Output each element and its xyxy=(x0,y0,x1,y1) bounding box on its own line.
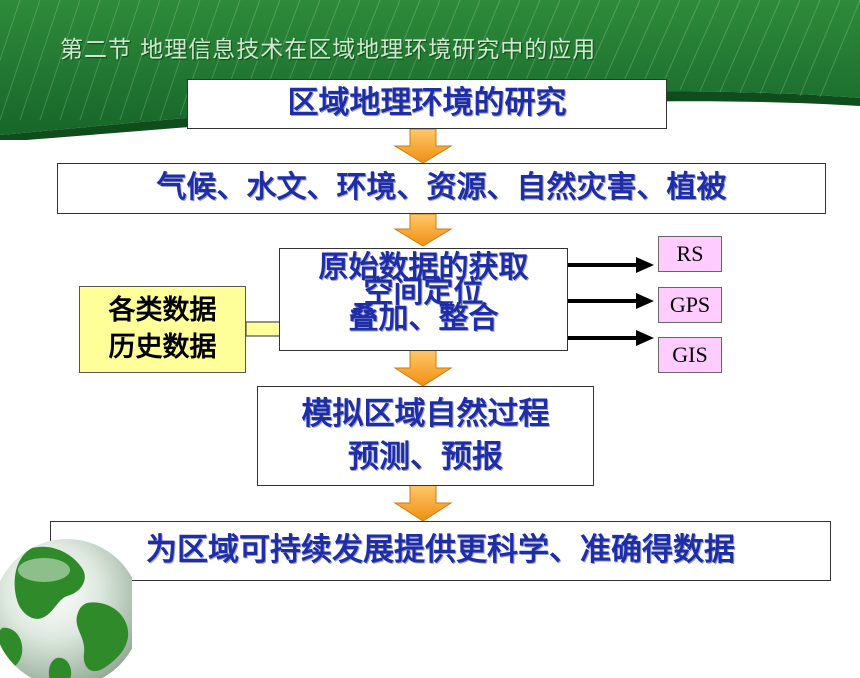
input-line-2: 历史数据 xyxy=(108,331,217,363)
process-line-2: 空间定位 xyxy=(363,275,484,310)
tool-gis-label: GIS xyxy=(672,342,708,367)
tool-rs: RS xyxy=(658,236,722,272)
process-box: 原始数据的获取 空间定位 叠加、整合 xyxy=(279,248,568,351)
globe-icon xyxy=(0,539,132,678)
study-box: 区域地理环境的研究 xyxy=(187,79,667,129)
simulate-line-1: 模拟区域自然过程 xyxy=(301,395,550,432)
down-arrow-3 xyxy=(393,349,453,387)
simulate-line-2: 预测、预报 xyxy=(348,439,503,475)
topics-box: 气候、水文、环境、资源、自然灾害、植被 xyxy=(57,163,826,214)
slide-title: 第二节 地理信息技术在区域地理环境研究中的应用 xyxy=(60,37,597,63)
input-box: 各类数据 历史数据 xyxy=(79,286,246,373)
down-arrow-2 xyxy=(393,213,453,247)
down-arrow-1 xyxy=(393,128,453,164)
topics-box-text: 气候、水文、环境、资源、自然灾害、植被 xyxy=(156,170,727,206)
result-box: 为区域可持续发展提供更科学、准确得数据 xyxy=(50,521,831,581)
down-arrow-4 xyxy=(393,484,453,522)
tool-gps: GPS xyxy=(658,287,722,323)
process-line-1: 原始数据的获取 xyxy=(318,250,529,285)
input-line-1: 各类数据 xyxy=(108,295,217,327)
process-line-3: 叠加、整合 xyxy=(348,301,499,336)
study-box-text: 区域地理环境的研究 xyxy=(287,85,567,122)
result-box-text: 为区域可持续发展提供更科学、准确得数据 xyxy=(146,532,735,569)
simulate-box: 模拟区域自然过程 预测、预报 xyxy=(257,386,594,486)
tool-gps-label: GPS xyxy=(669,292,711,317)
tool-rs-label: RS xyxy=(676,241,704,266)
tool-gis: GIS xyxy=(658,337,722,373)
